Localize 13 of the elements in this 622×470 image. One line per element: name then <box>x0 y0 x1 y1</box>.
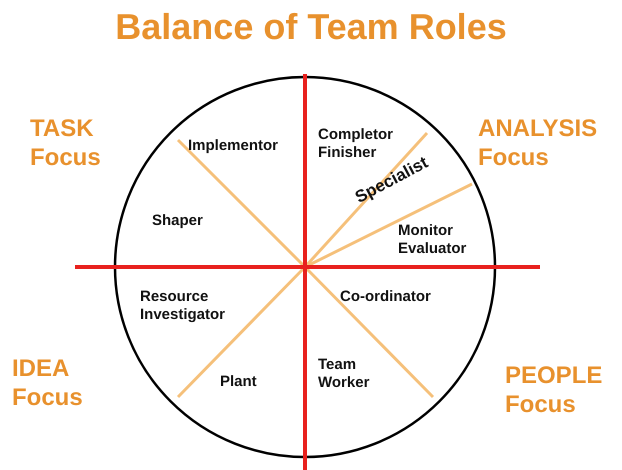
focus-label: PEOPLE Focus <box>505 362 604 420</box>
role-label: Plant <box>220 373 258 391</box>
focus-label: TASK Focus <box>30 115 102 173</box>
focus-label: IDEA Focus <box>12 355 84 413</box>
role-label: Completor Finisher <box>318 126 393 161</box>
role-label: Team Worker <box>318 356 370 392</box>
role-label: Shaper <box>152 212 204 230</box>
diagram-title: Balance of Team Roles <box>114 6 508 48</box>
role-label: Monitor Evaluator <box>398 222 468 258</box>
focus-label: ANALYSIS Focus <box>478 115 598 173</box>
role-label: Resource Investigator <box>140 288 226 324</box>
role-label: Co-ordinator <box>340 288 432 306</box>
role-label: Implementor <box>188 137 280 155</box>
